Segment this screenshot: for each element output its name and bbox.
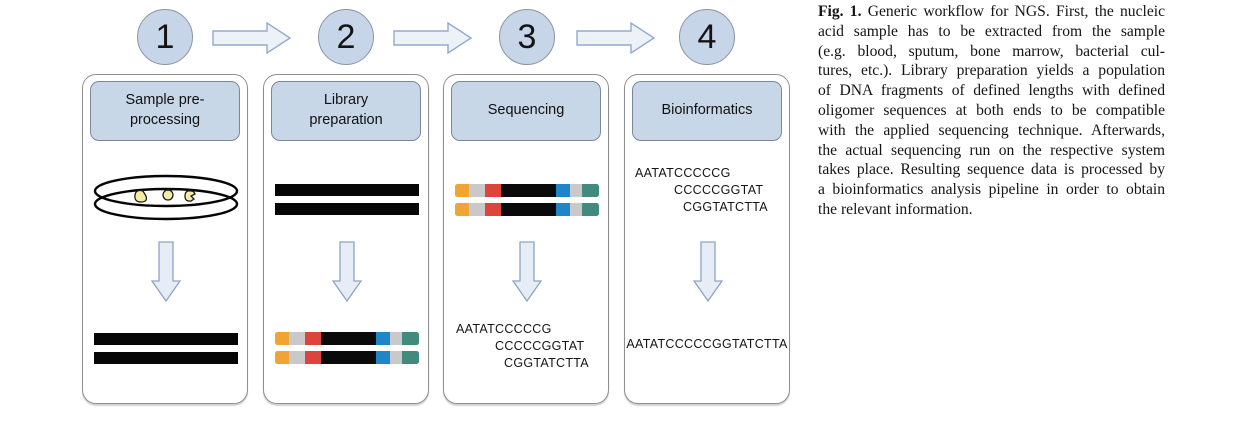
fragment-segment bbox=[570, 184, 582, 197]
fragment-segment bbox=[305, 332, 322, 345]
colony-blob bbox=[184, 190, 196, 202]
panel-title-label: Library preparation bbox=[309, 92, 383, 128]
library-fragment-bar bbox=[455, 184, 599, 197]
fragment-segment bbox=[455, 184, 470, 197]
fragment-segment bbox=[305, 351, 322, 364]
fragment-segment bbox=[455, 203, 470, 216]
library-fragment-bar bbox=[275, 351, 419, 364]
panel-sequencing: Sequencing AATATCCCCCG CCCCCGGTAT CGGTAT… bbox=[443, 74, 609, 404]
library-fragment-bar bbox=[455, 203, 599, 216]
fragment-segment bbox=[275, 332, 290, 345]
assembled-sequence: AATATCCCCCGGTATCTTA bbox=[626, 337, 788, 351]
fragment-segment bbox=[581, 203, 599, 216]
caption-line: a bioinformatics analysis pipeline in or… bbox=[818, 181, 1165, 199]
colony-blob bbox=[134, 189, 148, 203]
fragment-segment bbox=[390, 332, 402, 345]
step-circle-4: 4 bbox=[679, 9, 735, 65]
fragment-segment bbox=[555, 203, 571, 216]
arrow-down-icon bbox=[692, 241, 724, 303]
fragment-segment bbox=[289, 332, 306, 345]
panel-title-label: Bioinformatics bbox=[661, 102, 753, 119]
step-circle-1: 1 bbox=[137, 9, 193, 65]
fragment-segment bbox=[321, 332, 376, 345]
arrow-right-icon bbox=[212, 22, 292, 54]
caption-line: with the applied sequencing technique. A… bbox=[818, 121, 1165, 139]
caption-figure-label: Fig. 1. bbox=[818, 3, 862, 20]
panel-title: Sequencing bbox=[451, 81, 601, 141]
read-line: AATATCCCCCG bbox=[456, 322, 552, 336]
arrow-right-icon bbox=[576, 22, 656, 54]
fragment-segment bbox=[485, 203, 502, 216]
step-number: 2 bbox=[336, 17, 356, 56]
fragment-segment bbox=[321, 351, 376, 364]
fragment-segment bbox=[390, 351, 402, 364]
caption-line: takes place. Resulting sequence data is … bbox=[818, 161, 1165, 179]
step-number: 4 bbox=[697, 17, 717, 56]
step-circle-3: 3 bbox=[499, 9, 555, 65]
panel-title-label: Sequencing bbox=[487, 102, 565, 119]
fragment-segment bbox=[401, 351, 419, 364]
panel-bioinformatics: Bioinformatics AATATCCCCCG CCCCCGGTAT CG… bbox=[624, 74, 790, 404]
fragment-segment bbox=[401, 332, 419, 345]
fragment-segment bbox=[289, 351, 306, 364]
panel-library-preparation: Library preparation bbox=[263, 74, 429, 404]
arrow-down-icon bbox=[150, 241, 182, 303]
fragment-segment bbox=[501, 184, 556, 197]
dna-strand-bar bbox=[275, 184, 419, 196]
dna-strand-bar bbox=[94, 333, 238, 345]
arrow-right-icon bbox=[393, 22, 473, 54]
arrow-down-icon bbox=[331, 241, 363, 303]
caption-line: acid sample has to be extracted from the… bbox=[818, 22, 1165, 40]
caption-line: the actual sequencing run on the respect… bbox=[818, 141, 1165, 159]
panel-title: Bioinformatics bbox=[632, 81, 782, 141]
fragment-segment bbox=[501, 203, 556, 216]
caption-line: tures, etc.). Library preparation yields… bbox=[818, 62, 1165, 80]
read-line: CGGTATCTTA bbox=[504, 356, 589, 370]
caption-line: the relevant information. bbox=[818, 200, 973, 218]
fragment-segment bbox=[469, 203, 486, 216]
caption-line: Fig. 1. Generic workflow for NGS. First,… bbox=[818, 3, 1166, 20]
petri-dish-icon bbox=[93, 174, 239, 221]
fragment-segment bbox=[275, 351, 290, 364]
dna-strand-bar bbox=[275, 203, 419, 215]
panel-title: Sample pre-processing bbox=[90, 81, 240, 141]
colony-blob bbox=[162, 189, 174, 201]
sequence-reads: AATATCCCCCG CCCCCGGTAT CGGTATCTTA bbox=[444, 321, 589, 372]
fragment-segment bbox=[469, 184, 486, 197]
fragment-segment bbox=[375, 332, 391, 345]
fragment-segment bbox=[485, 184, 502, 197]
read-line: CCCCCGGTAT bbox=[495, 339, 585, 353]
panel-title: Library preparation bbox=[271, 81, 421, 141]
fragment-segment bbox=[570, 203, 582, 216]
library-fragment-bar bbox=[275, 332, 419, 345]
fragment-segment bbox=[555, 184, 571, 197]
read-line: AATATCCCCCG bbox=[635, 166, 731, 180]
figure-caption: Fig. 1. Generic workflow for NGS. First,… bbox=[818, 2, 1165, 220]
read-line: CCCCCGGTAT bbox=[674, 183, 764, 197]
step-number: 1 bbox=[155, 17, 175, 56]
panel-title-label: Sample pre-processing bbox=[125, 92, 205, 128]
arrow-down-icon bbox=[511, 241, 543, 303]
read-line: CGGTATCTTA bbox=[683, 200, 768, 214]
fragment-segment bbox=[581, 184, 599, 197]
caption-line: of DNA fragments of defined lengths with… bbox=[818, 82, 1165, 100]
caption-line: (e.g. blood, sputum, bone marrow, bacter… bbox=[818, 42, 1165, 60]
step-circle-2: 2 bbox=[318, 9, 374, 65]
caption-line: oligomer sequences at both ends to be co… bbox=[818, 101, 1165, 119]
dna-strand-bar bbox=[94, 352, 238, 364]
sequence-reads: AATATCCCCCG CCCCCGGTAT CGGTATCTTA bbox=[625, 165, 768, 216]
panel-sample-preprocessing: Sample pre-processing bbox=[82, 74, 248, 404]
step-number: 3 bbox=[517, 17, 537, 56]
fragment-segment bbox=[375, 351, 391, 364]
